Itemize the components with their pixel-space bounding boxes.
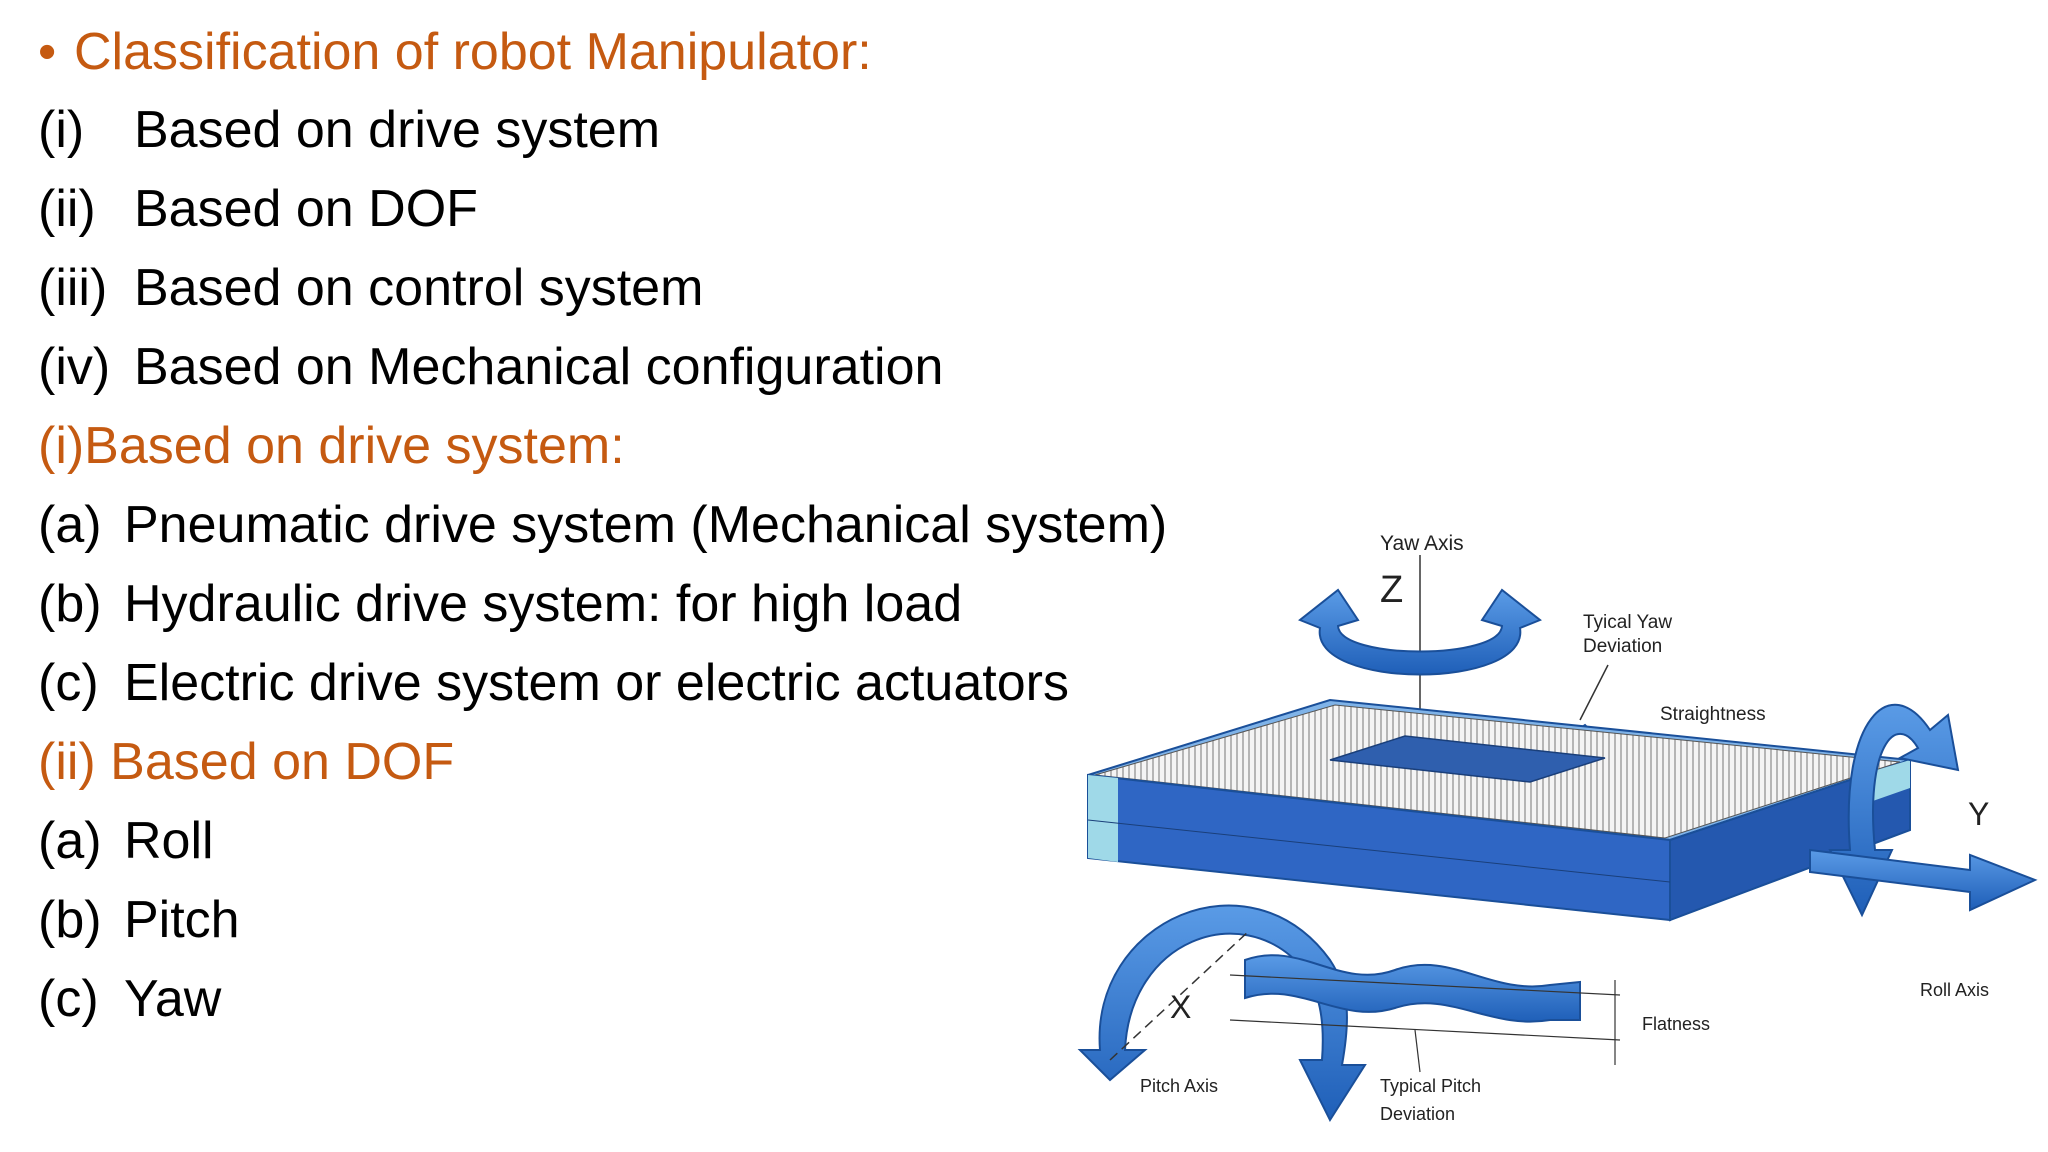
list-item: (i) Based on drive system: [38, 98, 660, 162]
item-text: Based on Mechanical configuration: [134, 338, 944, 396]
item-number: (iv): [38, 338, 111, 396]
list-item: (c) Electric drive system or electric act…: [38, 651, 1069, 715]
x-label: X: [1170, 989, 1191, 1025]
carriage-plate: [1329, 735, 1606, 783]
typical-pitch-label: Typical Pitch: [1380, 1076, 1481, 1096]
list-item: (iii) Based on control system: [38, 256, 703, 320]
pitch-axis-label: Pitch Axis: [1140, 1076, 1218, 1096]
y-label: Y: [1968, 796, 1989, 832]
list-item: (a) Pneumatic drive system (Mechanical sy…: [38, 493, 1167, 557]
item-text: Electric drive system or electric actuat…: [124, 654, 1069, 712]
y-axis-arrow-icon: [1809, 848, 2038, 912]
flatness-label: Flatness: [1642, 1014, 1710, 1034]
flatness-arrow-icon: [1229, 954, 1621, 1065]
item-text: Yaw: [124, 970, 222, 1028]
linear-stage-body: [1087, 698, 1911, 922]
list-item: (ii) Based on DOF: [38, 177, 478, 241]
item-number: (i): [38, 101, 85, 159]
typical-yaw-label-line2: Deviation: [1583, 636, 1662, 657]
item-number: (c): [38, 970, 99, 1028]
heading-text: Classification of robot Manipulator:: [74, 23, 872, 81]
typical-yaw-label: Tyical Yaw: [1583, 612, 1672, 633]
item-text: Based on control system: [134, 259, 704, 317]
item-number: (a): [38, 812, 102, 870]
roll-axis-label: Roll Axis: [1920, 980, 1989, 1000]
list-item: (a) Roll: [38, 809, 214, 873]
item-number: (b): [38, 575, 102, 633]
pitch-arrow-icon: [1077, 904, 1367, 1123]
section-heading-dof: (ii) Based on DOF: [38, 733, 455, 791]
section-heading-drive-system: (i)Based on drive system:: [38, 417, 625, 475]
item-number: (ii): [38, 180, 96, 238]
yaw-axis-label: Yaw Axis: [1380, 532, 1464, 555]
item-text: Roll: [124, 812, 214, 870]
yaw-arrow-icon: [1298, 588, 1542, 676]
item-text: Hydraulic drive system: for high load: [124, 575, 963, 633]
list-item: (iv) Based on Mechanical configuration: [38, 335, 943, 399]
item-number: (iii): [38, 259, 108, 317]
typical-pitch-label-line2: Deviation: [1380, 1104, 1455, 1124]
list-item: (b) Hydraulic drive system: for high load: [38, 572, 962, 636]
yaw-leader-line: [1579, 664, 1609, 721]
bullet-icon: •: [38, 23, 57, 81]
straightness-label: Straightness: [1660, 704, 1766, 725]
item-text: Based on DOF: [134, 180, 478, 238]
list-item: (b) Pitch: [38, 888, 240, 952]
section-heading-classification: • Classification of robot Manipulator:: [38, 20, 872, 84]
item-number: (c): [38, 654, 99, 712]
item-text: Pneumatic drive system (Mechanical syste…: [124, 496, 1168, 554]
item-number: (b): [38, 891, 102, 949]
item-text: Based on drive system: [134, 101, 661, 159]
item-text: Pitch: [124, 891, 240, 949]
item-number: (a): [38, 496, 102, 554]
list-item: (c) Yaw: [38, 967, 221, 1031]
pitch-leader-line: [1414, 1029, 1421, 1073]
z-label: Z: [1380, 569, 1403, 611]
linear-stage-axes-diagram: Yaw Axis Z Tyical Yaw Deviation Straight…: [1077, 532, 2038, 1124]
